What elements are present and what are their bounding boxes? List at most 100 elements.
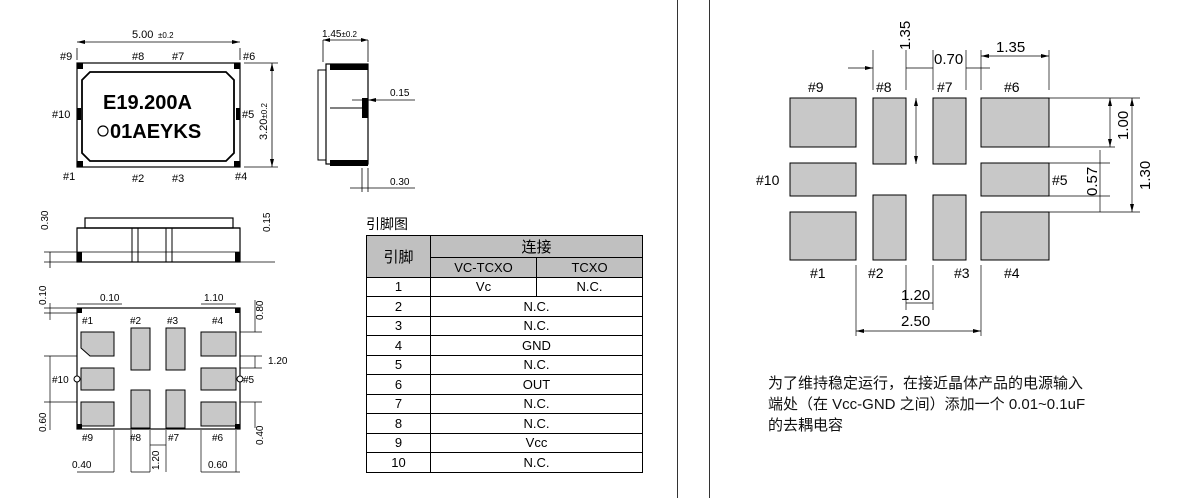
bottom-label-2: #2 — [130, 316, 142, 327]
pin-connection: N.C. — [430, 315, 643, 336]
top-label-7: #7 — [172, 51, 184, 63]
top-label-6: #6 — [243, 51, 255, 63]
land-dim-135-horizontal: 1.35 — [996, 39, 1025, 56]
land-label-6: #6 — [1004, 79, 1020, 95]
bottom-pad-10 — [80, 367, 115, 391]
bottom-label-7: #7 — [168, 433, 180, 444]
side-dim-030: 0.30 — [390, 177, 410, 188]
land-label-4: #4 — [1004, 265, 1020, 281]
pin-connection: N.C. — [430, 354, 643, 375]
side-dim-015: 0.15 — [390, 88, 410, 99]
table-row: 1 Vc N.C. — [366, 276, 643, 297]
bottom-label-3: #3 — [167, 316, 179, 327]
top-height-dim: 3.20±0.2 — [258, 103, 270, 140]
pin1-dot-icon — [97, 125, 109, 137]
top-label-5: #5 — [242, 109, 254, 121]
land-pad-5 — [980, 162, 1050, 197]
bottom-pad-6 — [200, 401, 237, 427]
vc-tcxo-conn: Vc — [430, 276, 537, 297]
bottom-dim-120-bottom: 1.20 — [151, 450, 162, 470]
land-label-7: #7 — [937, 79, 953, 95]
top-label-8: #8 — [132, 51, 144, 63]
bottom-dim-010-horizontal: 0.10 — [100, 293, 120, 304]
land-pad-2 — [872, 194, 907, 261]
top-label-3: #3 — [172, 173, 184, 185]
pin-connection: N.C. — [430, 413, 643, 434]
pin-connection: GND — [430, 335, 643, 356]
page-separator-right — [709, 0, 710, 498]
bottom-label-5: #5 — [243, 375, 255, 386]
land-label-2: #2 — [868, 265, 884, 281]
bottom-label-9: #9 — [82, 433, 94, 444]
bottom-dim-040-right: 0.40 — [255, 425, 266, 445]
pin-number: 2 — [366, 296, 431, 317]
note-line-1: 为了维持稳定运行，在接近晶体产品的电源输入 — [768, 375, 1084, 392]
pin-connection: N.C. — [430, 393, 643, 414]
land-label-3: #3 — [954, 265, 970, 281]
pin-number: 6 — [366, 374, 431, 395]
land-label-10: #10 — [756, 172, 780, 188]
land-label-5: #5 — [1052, 172, 1068, 188]
front-left-dim: 0.30 — [40, 210, 51, 230]
land-dim-070: 0.70 — [934, 51, 963, 68]
land-pad-9 — [789, 97, 857, 148]
pin-connection: N.C. — [430, 296, 643, 317]
side-view: 1.45±0.2 0.15 0.30 — [317, 29, 415, 192]
page-separator-left — [677, 0, 678, 498]
land-dim-100: 1.00 — [1115, 111, 1132, 140]
decoupling-note: 为了维持稳定运行，在接近晶体产品的电源输入 端处（在 Vcc-GND 之间）添加… — [768, 373, 1168, 436]
bottom-label-10: #10 — [52, 375, 69, 386]
note-line-2: 端处（在 Vcc-GND 之间）添加一个 0.01~0.1uF — [768, 396, 1086, 413]
side-thickness-dim: 1.45±0.2 — [322, 29, 358, 40]
pin-number: 5 — [366, 354, 431, 375]
bottom-pad-9 — [80, 401, 115, 427]
bottom-pad-8 — [130, 389, 151, 429]
marking-line2: 01AEYKS — [110, 121, 201, 143]
pin-connection: N.C. — [430, 452, 643, 473]
tcxo-header: TCXO — [536, 257, 643, 278]
bottom-dim-120-right: 1.20 — [268, 356, 288, 367]
bottom-dim-060-left: 0.60 — [38, 412, 49, 432]
bottom-pad-7 — [165, 389, 186, 429]
bottom-pad-4 — [200, 331, 237, 357]
note-line-3: 的去耦电容 — [768, 417, 844, 434]
pin-connection: OUT — [430, 374, 643, 395]
bottom-view: 0.10 0.10 1.10 0.80 1.20 0.60 0.40 1.20 … — [38, 285, 288, 473]
bottom-pad-2 — [130, 327, 151, 371]
pin-header: 引脚 — [366, 235, 431, 278]
bottom-dim-040-bottom: 0.40 — [72, 460, 92, 471]
pin-number: 10 — [366, 452, 431, 473]
land-pad-7 — [932, 97, 967, 165]
land-pad-10 — [789, 162, 857, 197]
bottom-dim-060-bottom: 0.60 — [208, 460, 228, 471]
vc-tcxo-header: VC-TCXO — [430, 257, 537, 278]
land-pad-1 — [789, 211, 857, 261]
top-width-tol: ±0.2 — [158, 31, 174, 40]
bottom-label-1: #1 — [82, 316, 94, 327]
land-dim-057: 0.57 — [1084, 167, 1101, 196]
land-label-8: #8 — [876, 79, 892, 95]
top-view: 5.00 ±0.2 E19.200A 01AEYKS 3.20±0.2 #9 #… — [52, 29, 278, 185]
land-pad-4 — [980, 211, 1050, 261]
bottom-dim-110: 1.10 — [204, 293, 224, 304]
pin-number: 8 — [366, 413, 431, 434]
connection-header: 连接 — [430, 235, 643, 258]
top-label-4: #4 — [235, 171, 247, 183]
pin-number: 7 — [366, 393, 431, 414]
pin-number: 3 — [366, 315, 431, 336]
bottom-label-6: #6 — [212, 433, 224, 444]
front-right-dim: 0.15 — [262, 212, 273, 232]
top-label-10: #10 — [52, 109, 70, 121]
bottom-dim-080: 0.80 — [255, 300, 266, 320]
front-view: 0.30 0.15 — [40, 210, 275, 268]
land-pad-6 — [980, 97, 1050, 148]
land-dim-250: 2.50 — [901, 313, 930, 330]
land-pad-8 — [872, 97, 907, 165]
